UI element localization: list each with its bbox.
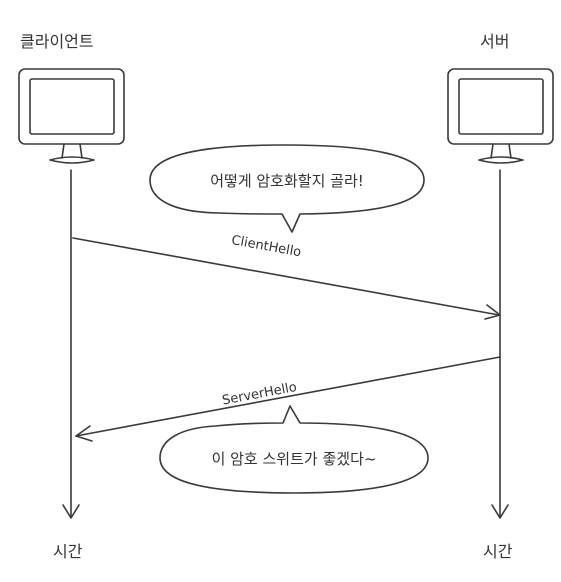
client-label: 클라이언트 [20,32,94,51]
server-time-label: 시간 [483,542,513,561]
server-hello-message: ServerHello [75,356,501,442]
server-lifeline [491,169,509,519]
client-hello-message: ClientHello [72,233,501,320]
client-monitor-icon [18,68,125,164]
client-lifeline [62,169,80,519]
bubble-suggest-cipher-text: 이 암호 스위트가 좋겠다~ [212,450,377,468]
bubble-choose-cipher-text: 어떻게 암호화할지 골라! [210,172,364,190]
client-time-label: 시간 [53,542,83,561]
speech-bubble-suggest-cipher: 이 암호 스위트가 좋겠다~ [159,405,429,494]
server-hello-label: ServerHello [221,380,298,409]
server-label: 서버 [480,32,509,51]
speech-bubble-choose-cipher: 어떻게 암호화할지 골라! [149,144,425,233]
client-hello-label: ClientHello [230,233,302,260]
server-monitor-icon [447,68,554,164]
